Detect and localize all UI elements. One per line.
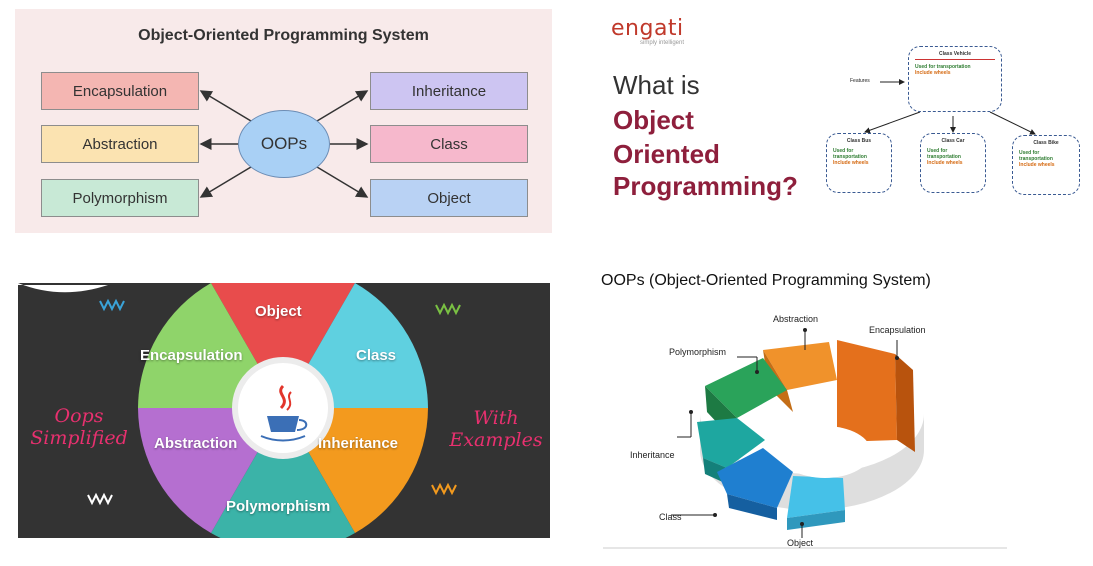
class-extra: Include wheels [833, 160, 869, 166]
label-polymorphism: Polymorphism [226, 498, 331, 515]
script-oops-simplified: Oops Simplified [30, 405, 128, 449]
engati-logo: engati [611, 16, 684, 41]
label-inheritance: Inheritance [630, 450, 675, 460]
heading-programming: Programming? [613, 171, 798, 201]
ring-title: OOPs (Object-Oriented Programming System… [601, 272, 931, 289]
label-inheritance: Inheritance [318, 435, 399, 452]
label-abstraction: Abstraction [773, 314, 819, 324]
class-name: Class Car [941, 138, 965, 144]
class-extra: Include wheels [915, 70, 951, 76]
oops-wheel-panel: Object Class Inheritance Polymorphism Ab… [18, 283, 550, 538]
box-object: Object [370, 179, 528, 217]
class-used: Used for transportation [915, 64, 971, 70]
oops-ring [603, 328, 1007, 549]
java-cup-icon [260, 384, 308, 442]
engati-oop-panel: engati simply intelligent What is Object… [580, 0, 1093, 225]
class-connectors [864, 79, 1036, 135]
diagram-title: Object-Oriented Programming System [138, 27, 429, 44]
class-name: Class Bus [846, 138, 872, 144]
segment-polymorphism [705, 358, 787, 418]
class-used: Used for transportation [833, 148, 867, 160]
oops-3d-ring-panel: OOPs (Object-Oriented Programming System… [597, 262, 1093, 556]
label-encapsulation: Encapsulation [869, 325, 926, 335]
class-car-box: Class Car Used for transportation Includ… [920, 133, 986, 193]
label-encapsulation: Encapsulation [140, 347, 243, 364]
segment-abstraction [763, 342, 837, 390]
label-abstraction: Abstraction [154, 435, 238, 452]
label-class: Class [659, 512, 682, 522]
class-extra: Include wheels [927, 160, 963, 166]
box-abstraction: Abstraction [41, 125, 199, 163]
segment-inheritance [697, 418, 765, 468]
class-used: Used for transportation [927, 148, 961, 160]
box-polymorphism: Polymorphism [41, 179, 199, 217]
label-object: Object [787, 538, 814, 548]
arrows [199, 90, 369, 198]
features-label: Features [850, 78, 870, 84]
squiggle-orange-icon [431, 482, 457, 496]
class-used: Used for transportation [1019, 150, 1053, 162]
squiggle-white-icon [87, 492, 113, 506]
class-extra: Include wheels [1019, 162, 1055, 168]
segment-object [787, 476, 845, 518]
heading-oriented: Oriented [613, 139, 720, 169]
label-polymorphism: Polymorphism [669, 347, 727, 357]
center-oops-circle: OOPs [238, 110, 330, 178]
logo-tagline: simply intelligent [640, 40, 685, 46]
heading-what-is: What is [613, 70, 700, 100]
label-object: Object [255, 303, 302, 320]
box-inheritance: Inheritance [370, 72, 528, 110]
class-bike-box: Class Bike Used for transportation Inclu… [1012, 135, 1080, 195]
class-name: Class Vehicle [939, 51, 971, 57]
squiggle-green-icon [435, 302, 461, 316]
script-with-examples: With Examples [449, 407, 543, 451]
wedge-object [211, 283, 355, 408]
segment-encapsulation [837, 340, 897, 442]
wedge-polymorphism [211, 408, 355, 538]
box-class: Class [370, 125, 528, 163]
box-encapsulation: Encapsulation [41, 72, 199, 110]
label-class: Class [356, 347, 397, 364]
oops-diagram-panel: Object-Oriented Programming System Encap… [15, 9, 552, 233]
class-bus-box: Class Bus Used for transportation Includ… [826, 133, 892, 193]
segment-class [717, 448, 793, 508]
class-name: Class Bike [1033, 140, 1059, 146]
oops-wheel [18, 283, 461, 538]
class-vehicle-box: Class Vehicle Used for transportation In… [908, 46, 1002, 112]
heading-object: Object [613, 105, 694, 135]
squiggle-blue-icon [99, 298, 125, 312]
